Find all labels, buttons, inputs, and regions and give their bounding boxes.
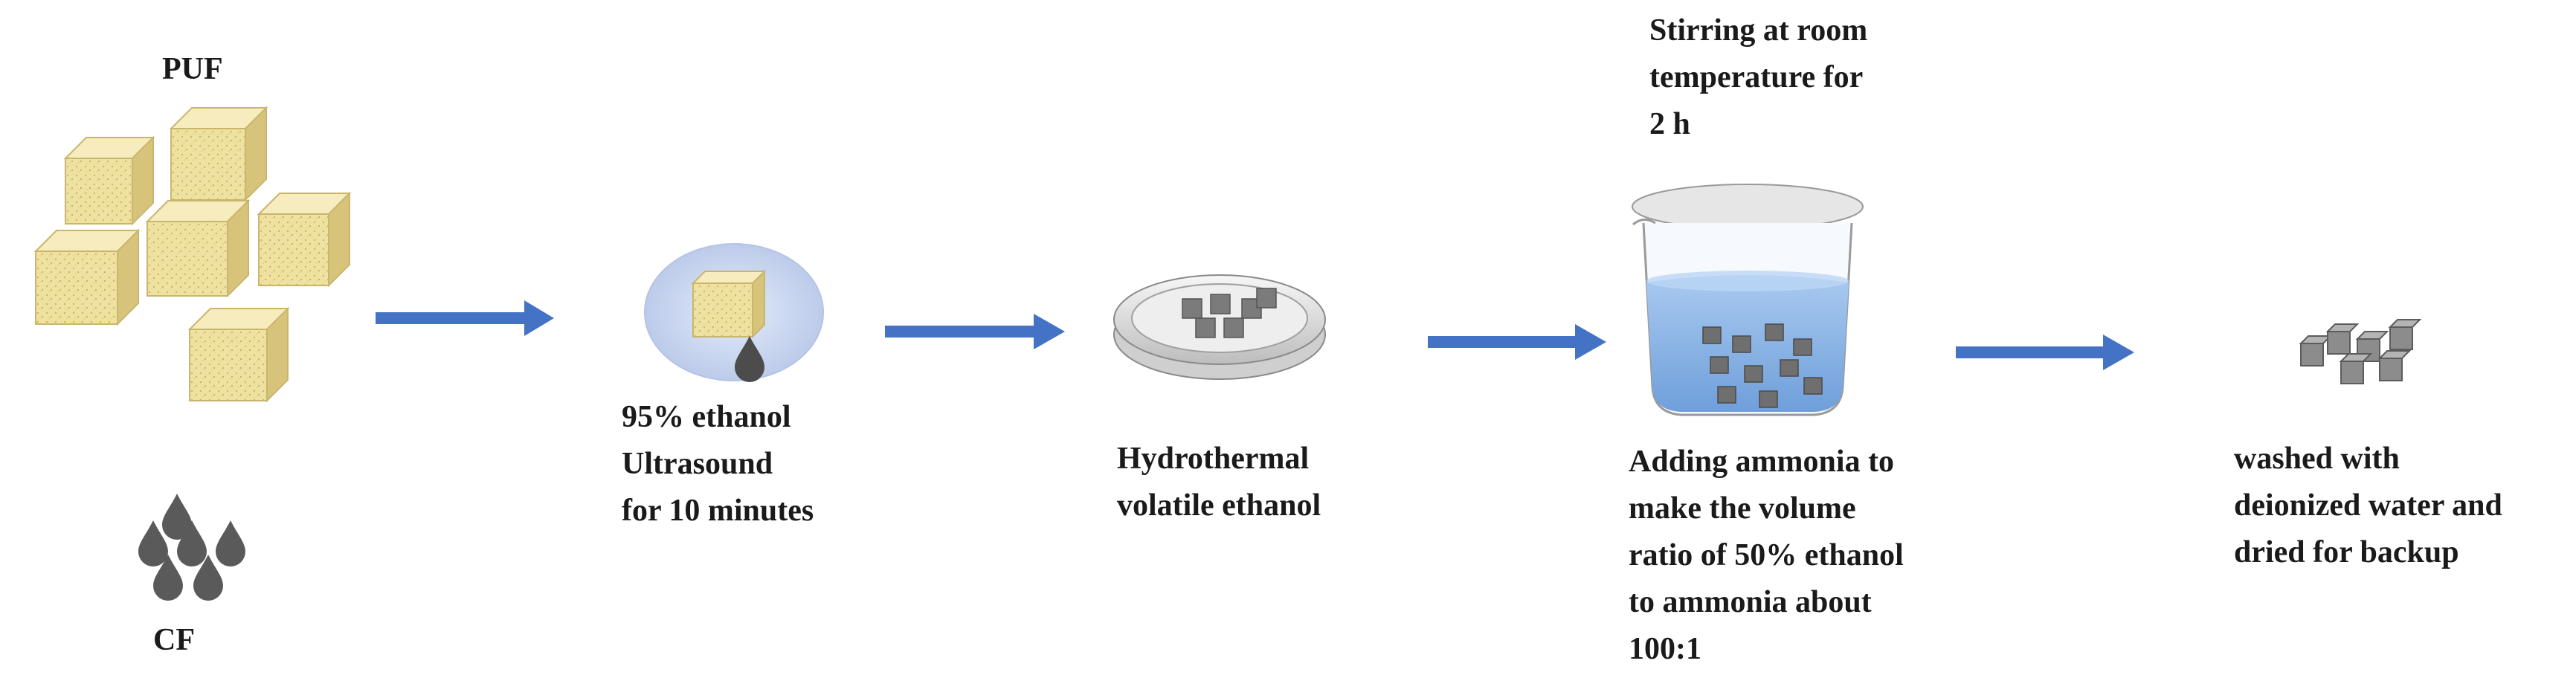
step-1-text: 95% ethanol Ultrasound for 10 minutes	[622, 394, 814, 535]
cf-droplet-icon	[153, 555, 183, 601]
beaker-icon	[1632, 184, 1864, 416]
puf-cube-icon	[257, 191, 352, 288]
step-1-line: 95% ethanol	[622, 400, 791, 434]
step-3-line: ratio of 50% ethanol	[1629, 538, 1904, 572]
cf-droplet-icon	[138, 520, 168, 566]
arrow-icon	[376, 300, 554, 336]
stirring-line: Stirring at room	[1649, 13, 1868, 48]
puf-cube-icon	[33, 228, 141, 326]
gray-cube-icon	[2339, 353, 2373, 384]
puf-cube-group	[33, 106, 352, 403]
ultrasound-bath-icon	[644, 243, 824, 382]
petri-dish-icon	[1113, 274, 1326, 380]
step-3-line: Adding ammonia to	[1629, 445, 1895, 479]
gray-cube-group	[2299, 319, 2422, 384]
arrow-group	[376, 300, 2134, 370]
arrow-icon	[1956, 335, 2134, 370]
cf-droplet-icon	[177, 520, 207, 566]
cf-droplet-cluster	[138, 494, 245, 601]
step-3-line: 100:1	[1629, 632, 1701, 666]
step-2-line: Hydrothermal	[1117, 442, 1310, 476]
puf-cube-icon	[187, 306, 290, 403]
cf-label: CF	[153, 623, 195, 657]
gray-cube-icon	[2325, 323, 2360, 355]
gray-cube-icon	[2299, 335, 2333, 367]
stirring-note: Stirring at room temperature for 2 h	[1649, 7, 1867, 148]
step-4-line: deionized water and	[2234, 488, 2502, 523]
puf-cube-icon	[145, 198, 251, 298]
puf-cube-icon	[169, 106, 268, 202]
step-3-text: Adding ammonia to make the volume ratio …	[1629, 439, 1904, 673]
step-1-line: Ultrasound	[622, 447, 773, 481]
step-3-line: make the volume	[1629, 491, 1856, 526]
step-2-text: Hydrothermal volatile ethanol	[1117, 436, 1321, 529]
step-4-line: dried for backup	[2234, 535, 2459, 569]
cf-droplet-icon	[193, 555, 223, 601]
arrow-icon	[885, 314, 1065, 349]
puf-cube-icon	[63, 135, 155, 226]
puf-label: PUF	[162, 52, 223, 86]
step-4-text: washed with deionized water and dried fo…	[2234, 436, 2502, 576]
cf-droplet-icon	[216, 520, 245, 566]
stirring-line: temperature for	[1649, 60, 1864, 94]
step-1-line: for 10 minutes	[622, 494, 814, 528]
step-4-line: washed with	[2234, 442, 2400, 476]
stirring-line: 2 h	[1649, 107, 1690, 141]
step-2-line: volatile ethanol	[1117, 488, 1321, 523]
cf-droplet-icon	[162, 494, 192, 540]
arrow-icon	[1428, 324, 1606, 360]
gray-cube-icon	[2388, 319, 2422, 350]
gray-cube-icon	[2377, 350, 2412, 381]
step-3-line: to ammonia about	[1629, 585, 1872, 619]
